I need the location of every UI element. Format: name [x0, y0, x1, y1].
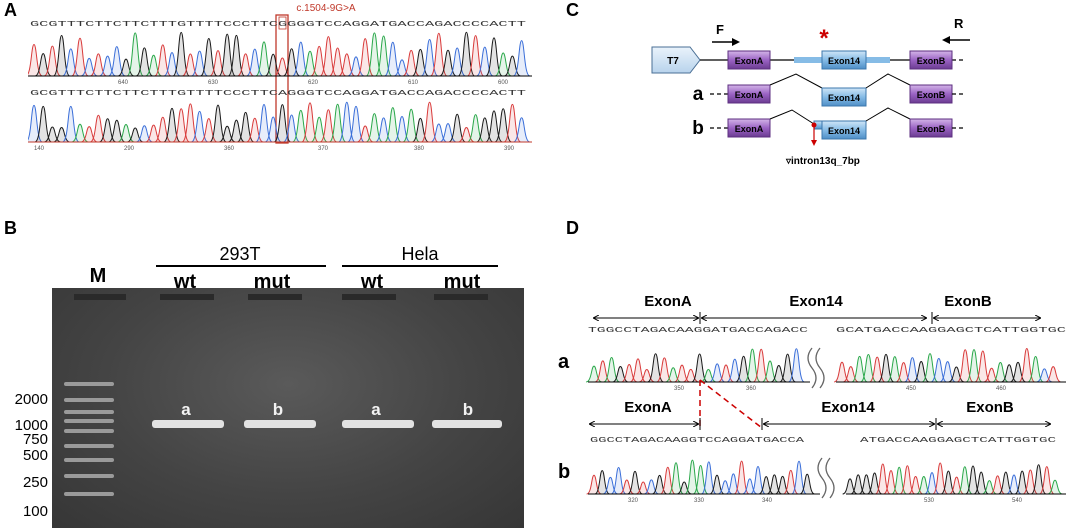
band-label-3: a — [371, 400, 381, 419]
d-seq-a-right: GCATGACCAAGGAGCTCATTGGTGC — [836, 327, 1066, 335]
d-tick-a-2: 360 — [746, 386, 757, 392]
tick-top-5: 600 — [498, 80, 509, 86]
size-label-750: 750 — [23, 431, 48, 448]
tick-bottom-4: 370 — [318, 146, 329, 150]
cell-line-293t: 293T — [219, 244, 260, 264]
d-row-b-label: b — [558, 461, 570, 483]
d-seq-b-left: GGCCTAGACAAGGTCCAGGATGACCA — [590, 437, 806, 445]
primer-r-label: R — [954, 16, 964, 31]
exon-a-label-row-a: ExonA — [735, 90, 764, 100]
mutation-label: c.1504-9G>A — [296, 3, 356, 14]
mutation-highlight-box — [275, 14, 289, 144]
mutation-star: * — [819, 25, 829, 52]
panel-b-header: M 293T Hela wt mut wt mut — [90, 244, 498, 290]
d-a-exon-14: Exon14 — [789, 293, 843, 310]
d-row-a-label: a — [558, 351, 570, 373]
d-a-exon-a: ExonA — [644, 293, 692, 310]
lane-label-2: mut — [254, 271, 291, 290]
band-label-2: b — [273, 400, 283, 419]
lane-label-1: wt — [173, 271, 197, 290]
d-tick-a-3: 450 — [906, 386, 917, 392]
exon-14-label-row-a: Exon14 — [828, 93, 860, 103]
panel-d-chromatograms: ExonA Exon14 ExonB TGGCCTAGACAAGGATGACCA… — [558, 293, 1066, 504]
exon-14-label-row-b: Exon14 — [828, 126, 860, 136]
tick-bottom-3: 360 — [224, 146, 235, 150]
panel-a-chromatogram: c.1504-9G>A GCGTTTCTTCTTCTTTGTTTTCCCTTCG… — [28, 3, 532, 150]
sequence-bottom: GCGTTTCTTCTTCTTTGTTTTCCCTTCAGGGTCCAGGATG… — [30, 90, 527, 98]
size-label-250: 250 — [23, 474, 48, 491]
exon-a-label-row0: ExonA — [735, 56, 764, 66]
panel-label-b: B — [4, 218, 17, 238]
d-b-exon-a: ExonA — [624, 399, 672, 416]
intron-note: ▿intron13q_7bp — [785, 156, 860, 167]
mutation-base-box — [278, 16, 287, 30]
size-label-500: 500 — [23, 447, 48, 464]
primer-f-label: F — [716, 22, 724, 37]
d-a-exon-b: ExonB — [944, 293, 992, 310]
d-trace-a — [585, 347, 1062, 383]
exon-14-label-row0: Exon14 — [828, 56, 860, 66]
d-trace-b — [586, 459, 1063, 495]
exon-b-label-row0: ExonB — [917, 56, 946, 66]
panel-label-c: C — [566, 0, 579, 20]
band-label-4: b — [463, 400, 473, 419]
tick-bottom-2: 290 — [124, 146, 135, 150]
d-tick-b-5: 540 — [1012, 498, 1023, 504]
trace-bottom — [28, 101, 531, 143]
tick-top-1: 640 — [118, 80, 129, 86]
lane-label-4: mut — [444, 271, 481, 290]
d-b-exon-b: ExonB — [966, 399, 1014, 416]
d-tick-b-1: 320 — [628, 498, 639, 504]
size-ladder-labels: 2000 1000 750 500 250 100 — [15, 391, 48, 520]
lane-label-3: wt — [360, 271, 384, 290]
tick-top-3: 620 — [308, 80, 319, 86]
d-b-exon-14: Exon14 — [821, 399, 875, 416]
row-a-label: a — [693, 84, 704, 105]
gel-image: a b a b — [52, 288, 524, 528]
row-b-label: b — [692, 118, 704, 139]
tick-bottom-5: 380 — [414, 146, 425, 150]
d-tick-a-1: 350 — [674, 386, 685, 392]
size-label-1000: 1000 — [15, 417, 48, 434]
d-tick-b-3: 340 — [762, 498, 773, 504]
tick-top-2: 630 — [208, 80, 219, 86]
panel-label-d: D — [566, 218, 579, 238]
cell-line-hela: Hela — [401, 244, 439, 264]
d-tick-a-4: 460 — [996, 386, 1007, 392]
tick-bottom-1: 140 — [34, 146, 45, 150]
panel-c-schematic: F R * T7 ExonA Exon14 ExonB a ExonA Exon… — [651, 16, 970, 167]
d-seq-b-right: ATGACCAAGGAGCTCATTGGTGC — [860, 437, 1056, 445]
d-tick-b-2: 330 — [694, 498, 705, 504]
t7-promoter: T7 — [667, 56, 679, 67]
sequence-top: GCGTTTCTTCTTCTTTGTTTTCCCTTCGGGGTCCAGGATG… — [30, 21, 527, 29]
d-tick-b-4: 530 — [924, 498, 935, 504]
tick-top-4: 610 — [408, 80, 419, 86]
marker-label: M — [90, 265, 107, 287]
exon-a-label-row-b: ExonA — [735, 124, 764, 134]
exon-b-label-row-b: ExonB — [917, 124, 946, 134]
band-label-1: a — [181, 400, 191, 419]
tick-bottom-6: 390 — [504, 146, 515, 150]
d-seq-a-left: TGGCCTAGACAAGGATGACCAGACC — [588, 327, 808, 335]
size-label-100: 100 — [23, 503, 48, 520]
exon-b-label-row-a: ExonB — [917, 90, 946, 100]
size-label-2000: 2000 — [15, 391, 48, 408]
trace-top — [28, 31, 531, 77]
panel-label-a: A — [4, 0, 17, 20]
